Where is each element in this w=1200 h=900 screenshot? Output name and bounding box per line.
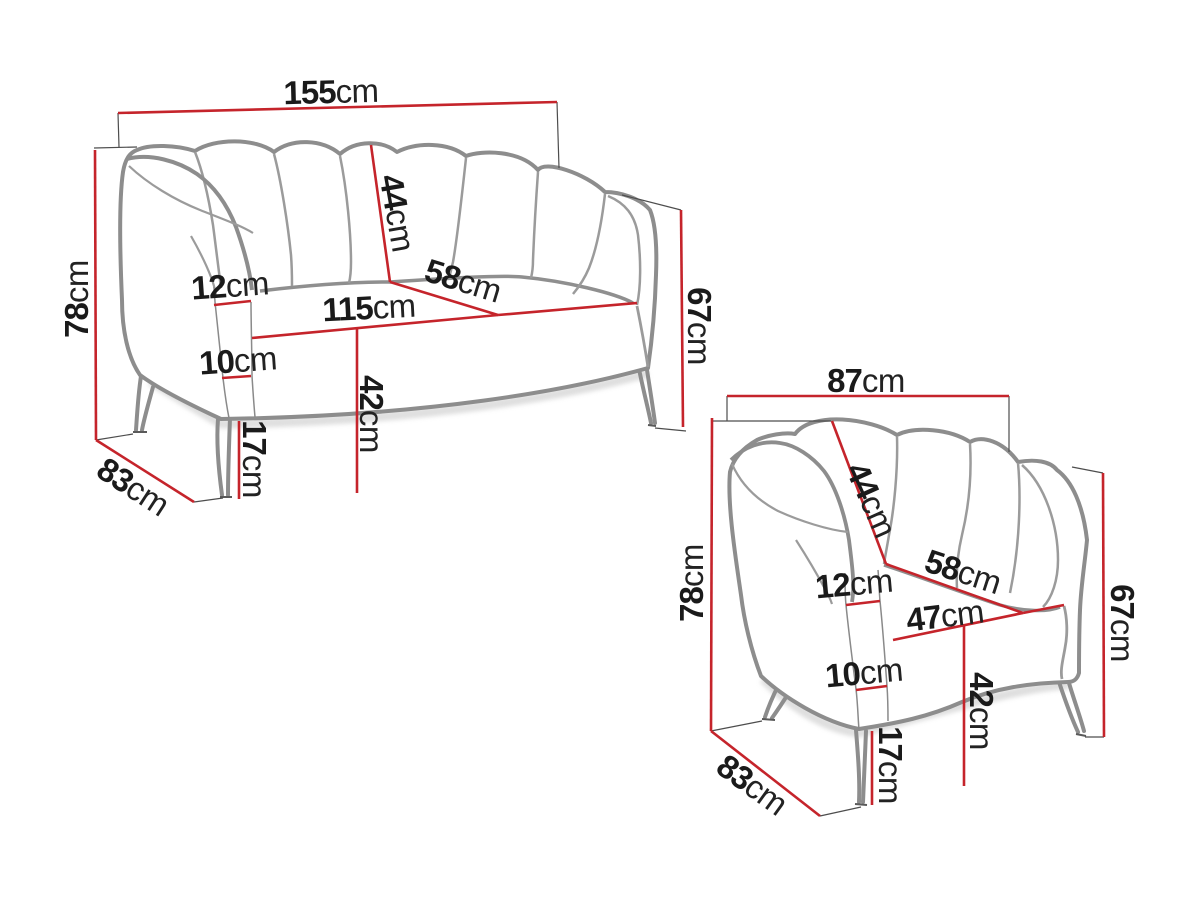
- svg-text:42cm: 42cm: [353, 375, 390, 453]
- svg-text:115cm: 115cm: [321, 287, 416, 329]
- svg-text:78cm: 78cm: [58, 260, 95, 338]
- svg-text:44cm: 44cm: [373, 171, 423, 254]
- svg-text:17cm: 17cm: [236, 420, 273, 498]
- svg-text:47cm: 47cm: [904, 592, 986, 638]
- svg-text:42cm: 42cm: [963, 672, 1000, 750]
- svg-text:10cm: 10cm: [824, 651, 905, 695]
- svg-text:87cm: 87cm: [827, 362, 905, 399]
- svg-text:12cm: 12cm: [814, 562, 895, 606]
- svg-text:67cm: 67cm: [1104, 584, 1141, 662]
- svg-text:67cm: 67cm: [681, 287, 718, 365]
- svg-text:155cm: 155cm: [283, 72, 379, 111]
- svg-text:17cm: 17cm: [872, 726, 909, 804]
- svg-text:78cm: 78cm: [673, 544, 710, 622]
- svg-text:12cm: 12cm: [190, 264, 270, 306]
- svg-text:10cm: 10cm: [198, 339, 278, 381]
